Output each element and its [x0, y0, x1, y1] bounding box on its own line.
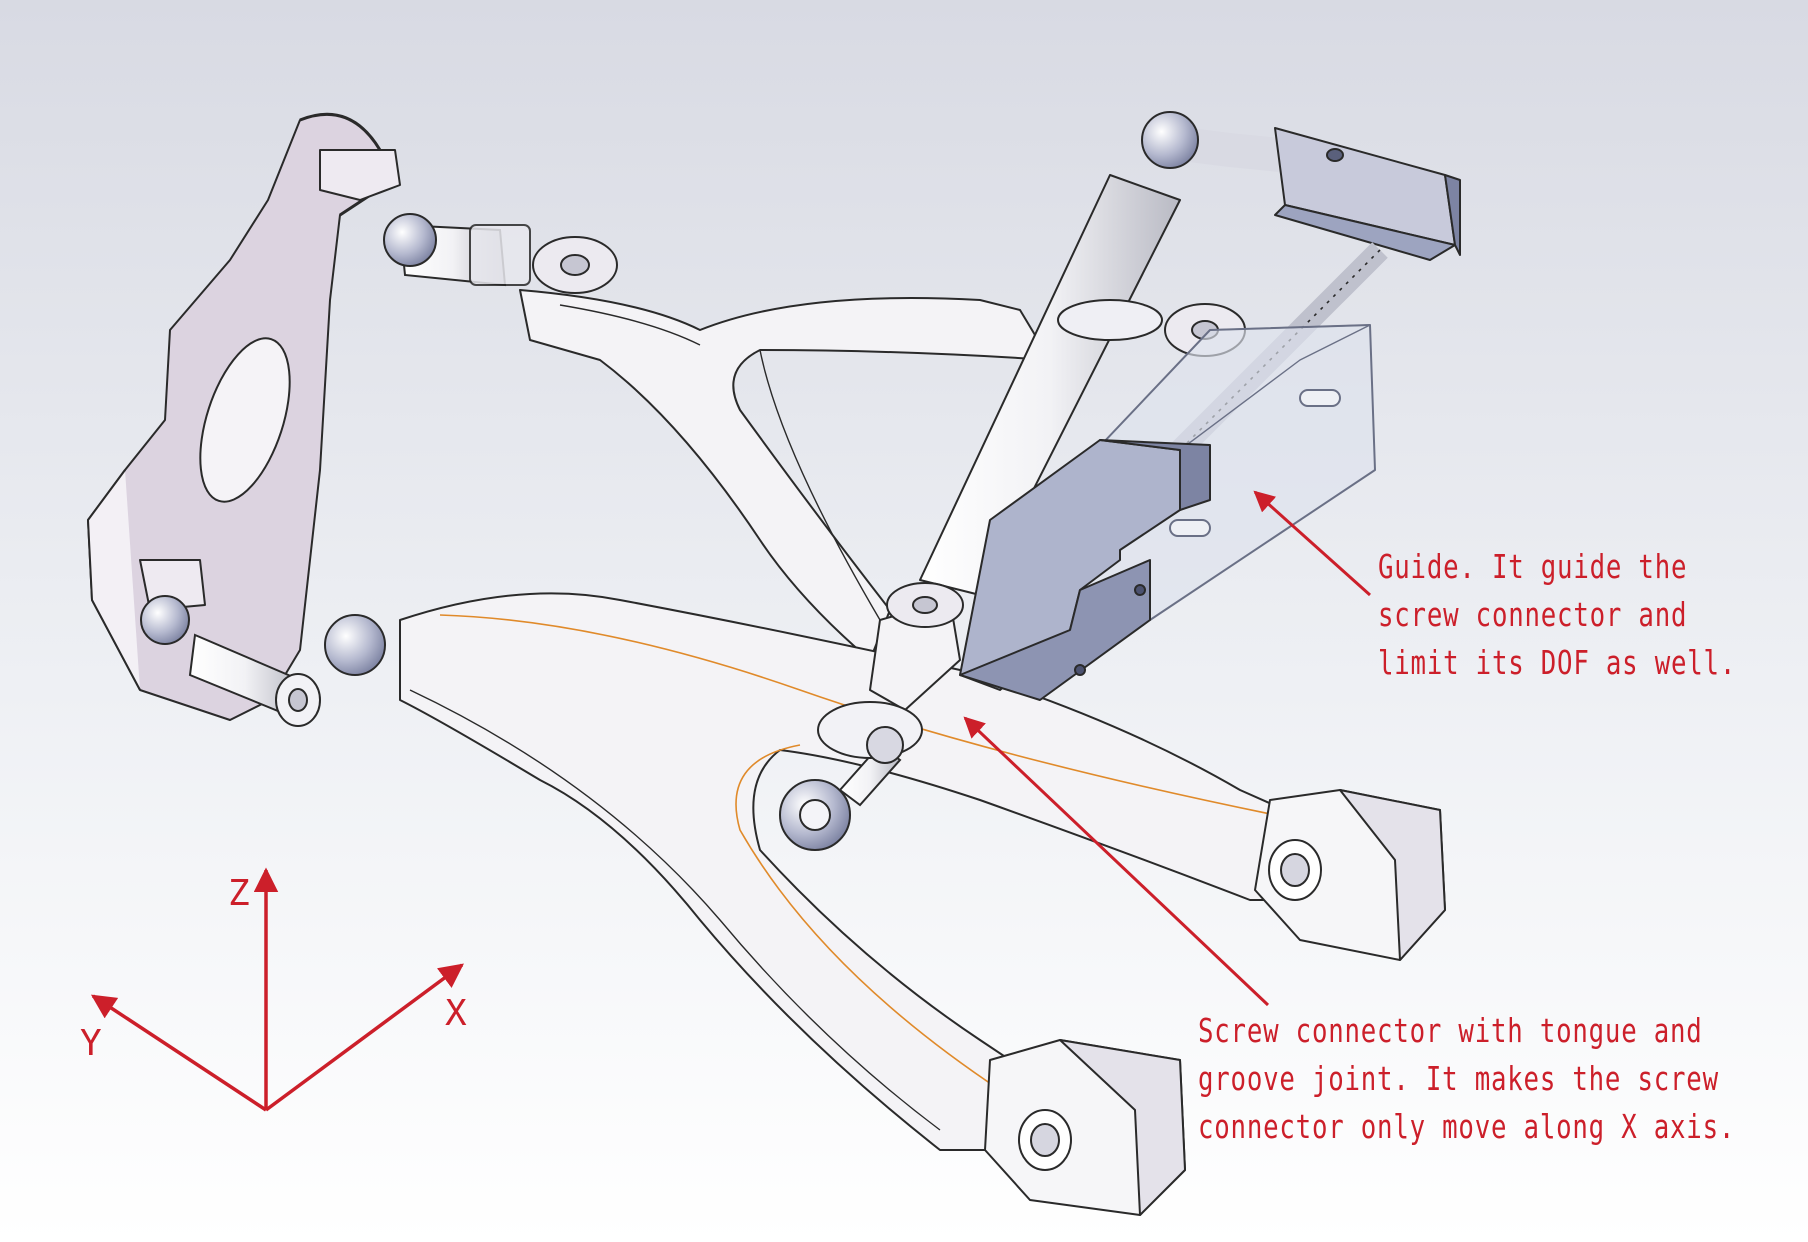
bracket-hole — [199, 337, 291, 503]
lower-ball-joint — [140, 595, 386, 727]
annotation-arrows — [963, 490, 1372, 1007]
upper-ball-joint — [383, 213, 531, 287]
lower-control-arm — [399, 592, 1331, 1151]
guide-annotation: Guide. It guide the screw connector and … — [1378, 547, 1737, 682]
z-axis-label: Z — [228, 873, 250, 914]
adjuster-rod-end — [779, 743, 902, 851]
screw-connector-arrow — [963, 716, 1270, 1007]
screw-connector-block — [959, 439, 1211, 701]
front-chassis-mount — [984, 1039, 1186, 1216]
top-connector-block — [1274, 127, 1461, 261]
guide-arrow — [1253, 490, 1372, 597]
y-axis — [90, 994, 267, 1112]
upright-bracket — [87, 112, 401, 721]
upper-control-arm — [519, 236, 1246, 661]
x-axis — [264, 963, 464, 1112]
screw-connector-annotation: Screw connector with tongue and groove j… — [1198, 1011, 1736, 1146]
axis-triad — [90, 867, 464, 1112]
x-axis-label: X — [445, 993, 467, 1034]
tongue-groove-joint — [817, 582, 964, 764]
rear-chassis-mount — [1254, 789, 1446, 961]
y-axis-label: Y — [80, 1023, 102, 1064]
pushrod — [919, 111, 1282, 596]
